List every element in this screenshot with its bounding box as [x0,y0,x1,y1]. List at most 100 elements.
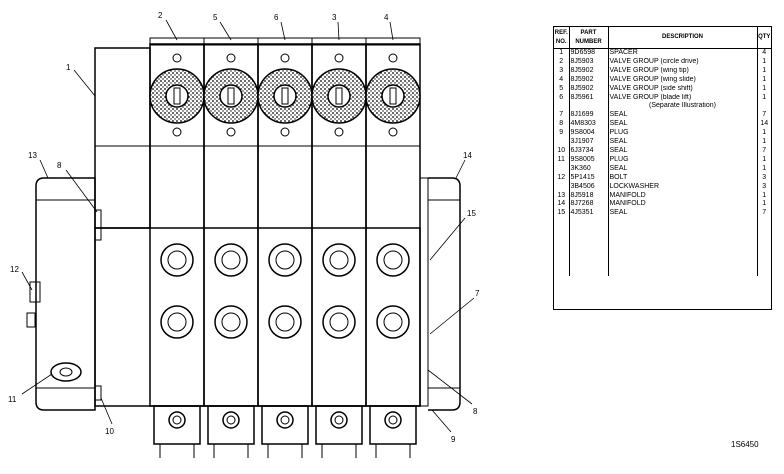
qty: 1 [762,138,767,146]
qty: 1 [762,66,767,74]
part-number: 6J3734 [569,146,609,156]
ref-no [554,182,570,192]
description: SPACER [608,48,758,58]
qty: 7 [762,146,767,154]
part-number: 9S8004 [569,129,609,139]
qty: 1 [762,57,767,65]
part-number: 8J5902 [569,84,609,94]
description: SEAL [608,138,758,147]
ref-no [554,138,570,147]
part-number: 8J5961 [569,93,609,103]
part-number: 3J1907 [569,138,609,147]
part-number: 8J7268 [569,200,609,210]
part-number: 8J5902 [569,66,609,76]
ref-no: 1 [554,48,570,58]
part-number: 5P1415 [569,173,609,183]
ref-no: 8 [554,120,570,130]
description: SEAL [608,146,758,156]
qty: 1 [762,164,767,172]
part-number: 8J5918 [569,191,609,201]
ref-no [554,164,570,174]
callout-6: 6 [274,13,279,22]
callout-8a: 8 [57,161,62,170]
ref-no: 6 [554,93,570,103]
spacer-block [94,47,151,229]
callout-11: 11 [8,395,17,404]
ref-no: 14 [554,200,570,210]
ref-no [554,102,570,112]
valve-section-1 [149,37,205,458]
ref-no: 11 [554,155,570,165]
callout-9: 9 [451,435,456,444]
description: (Separate Illustration) [608,102,758,112]
part-number: 3B4506 [569,182,609,192]
valve-section-4 [311,37,367,458]
description: VALVE GROUP (blade lift) [608,93,758,103]
description: MANIFOLD [608,191,758,201]
valve-body-lower [94,177,429,407]
callout-5: 5 [213,13,218,22]
qty: 7 [762,111,767,119]
qty: 3 [762,182,767,190]
header-qty: QTY [757,27,771,49]
part-number: 8J5903 [569,57,609,67]
header-description: DESCRIPTION [608,27,758,49]
callout-12: 12 [10,265,19,274]
callout-14: 14 [463,151,472,160]
valve-section-2 [203,37,259,458]
qty: 1 [762,155,767,163]
qty: 1 [762,84,767,92]
description: VALVE GROUP (wing tip) [608,66,758,76]
ref-no: 13 [554,191,570,201]
qty: 1 [762,200,767,208]
description: SEAL [608,164,758,174]
description: SEAL [608,120,758,130]
part-number [569,102,609,112]
callout-7: 7 [475,289,480,298]
ref-no: 2 [554,57,570,67]
callout-8b: 8 [473,407,478,416]
left-manifold [26,177,102,411]
qty: 1 [762,75,767,83]
callout-15: 15 [467,209,476,218]
callout-4: 4 [384,13,389,22]
description: PLUG [608,129,758,139]
port-plug [50,362,82,382]
ref-no: 7 [554,111,570,121]
qty: 1 [762,191,767,199]
part-number: 8J5902 [569,75,609,85]
header-part-number: PART NUMBER [569,27,609,49]
description: BOLT [608,173,758,183]
qty: 14 [760,120,769,128]
table-row: (Separate Illustration) [554,102,771,112]
ref-no: 3 [554,66,570,76]
ref-no: 15 [554,209,570,219]
header-ref-no: REF. NO. [554,27,570,49]
part-number: 8J1699 [569,111,609,121]
description: LOCKWASHER [608,182,758,192]
ref-no: 4 [554,75,570,85]
qty [757,102,771,111]
part-number: 4M8303 [569,120,609,130]
callout-2: 2 [158,11,163,20]
part-number: 9S8005 [569,155,609,165]
description: SEAL [608,209,758,219]
figure-code: 1S6450 [731,440,759,449]
part-number: 4J5351 [569,209,609,219]
description: PLUG [608,155,758,165]
